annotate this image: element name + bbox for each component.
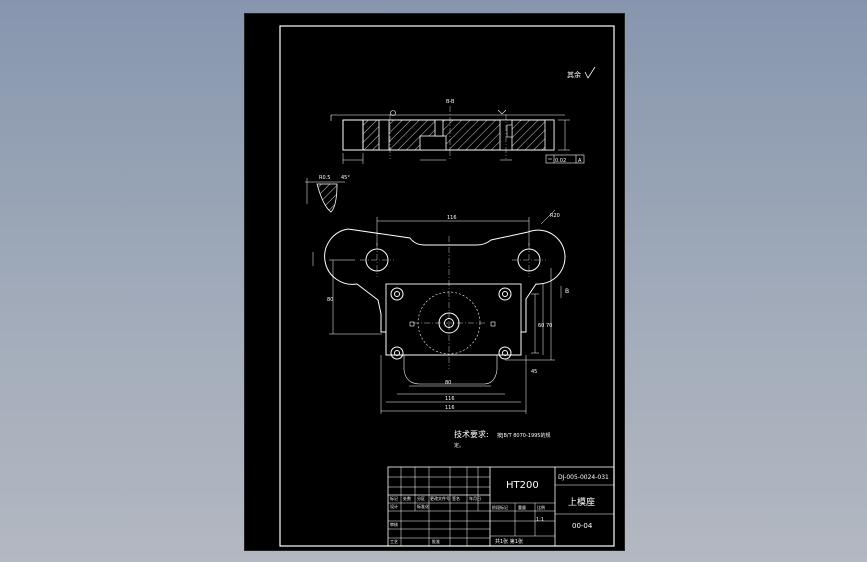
material: HT200 <box>506 480 539 491</box>
tech-req-text: 按JB/T 8070-1995的规 <box>497 432 551 439</box>
hdr-change-doc: 更改文件号 <box>430 495 450 501</box>
tech-req-text2: 定。 <box>454 442 464 449</box>
hdr-review: 审核 <box>390 521 398 527</box>
cad-drawing: 其余 B-B 0.02 A <box>279 25 615 547</box>
plan-view <box>312 209 566 414</box>
hdr-standardize: 标准化 <box>417 503 429 509</box>
flatness-value: 0.02 <box>555 158 566 164</box>
dim-depth-right2: 70 <box>546 323 552 329</box>
title-block <box>387 466 615 547</box>
datum-b: B <box>565 288 569 295</box>
dim-angle: 45 <box>531 369 537 375</box>
hdr-date: 年月日 <box>469 495 481 501</box>
hdr-mark: 标记 <box>390 495 398 501</box>
sheet-info: 共1张 第1张 <box>495 538 523 545</box>
dim-height-left: 80 <box>327 297 333 303</box>
part-name: 上模座 <box>568 496 595 508</box>
hdr-weight: 重量 <box>518 504 526 510</box>
hdr-process: 工艺 <box>390 539 398 544</box>
hdr-stage-mark: 阶段标记 <box>492 504 508 510</box>
section-label: B-B <box>446 99 455 105</box>
hdr-scale: 比例 <box>537 504 545 510</box>
dim-depth-right1: 60 <box>538 323 544 329</box>
roughness-note: 其余 <box>567 70 581 79</box>
hdr-zone: 分区 <box>417 495 425 501</box>
dim-width-bottom2: 116 <box>445 396 455 402</box>
dim-radius: R20 <box>550 213 560 219</box>
tech-req-title: 技术要求: <box>454 429 489 439</box>
hdr-approve: 批准 <box>432 538 440 544</box>
dim-overall-width: 116 <box>447 215 457 221</box>
hdr-count: 处数 <box>403 495 411 501</box>
drawing-code: DJ-005-0024-031 <box>558 474 609 481</box>
detail-radius: R0.5 <box>319 175 330 181</box>
detail-angle: 45° <box>341 175 350 181</box>
detail-view: R0.5 45° <box>305 175 350 213</box>
dim-width-bottom3: 116 <box>445 405 455 411</box>
hdr-design: 设计 <box>390 503 398 509</box>
datum-a-ref: A <box>578 158 582 164</box>
scale: 1:1 <box>536 517 544 523</box>
drawing-number: 00-04 <box>572 522 593 530</box>
hdr-sign: 签名 <box>452 495 460 501</box>
drawing-sheet: 其余 B-B 0.02 A <box>244 13 625 551</box>
roughness-symbol <box>584 66 596 79</box>
section-view: B-B 0.02 A <box>330 99 585 164</box>
dim-width-bottom1: 80 <box>445 380 451 386</box>
